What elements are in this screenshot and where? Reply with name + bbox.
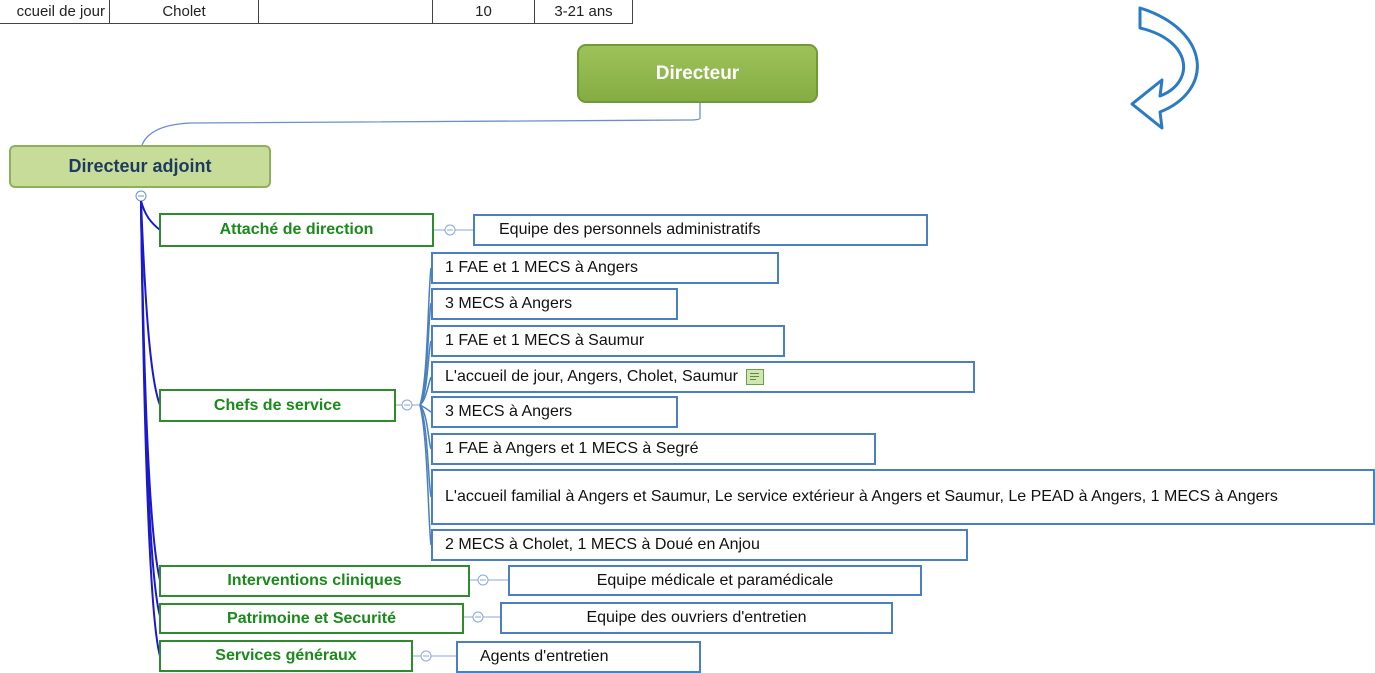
leaf-node[interactable]: 2 MECS à Cholet, 1 MECS à Doué en Anjou (431, 529, 968, 561)
table-cell: 3-21 ans (534, 0, 633, 24)
top-table: ccueil de jour Cholet 10 3-21 ans (0, 0, 633, 24)
leaf-node[interactable]: L'accueil familial à Angers et Saumur, L… (431, 469, 1375, 525)
category-interventions-cliniques[interactable]: Interventions cliniques (159, 565, 470, 597)
directeur-adjoint-node[interactable]: Directeur adjoint (9, 145, 271, 188)
leaf-label: L'accueil de jour, Angers, Cholet, Saumu… (445, 368, 738, 385)
table-cell: Cholet (109, 0, 259, 24)
table-cell: ccueil de jour (0, 0, 110, 24)
leaf-node[interactable]: 1 FAE et 1 MECS à Saumur (431, 325, 785, 357)
directeur-node[interactable]: Directeur (577, 44, 818, 103)
category-patrimoine-securite[interactable]: Patrimoine et Securité (159, 603, 464, 634)
leaf-node[interactable]: 3 MECS à Angers (431, 288, 678, 320)
category-chefs-de-service[interactable]: Chefs de service (159, 389, 396, 422)
collapse-icon[interactable] (135, 190, 147, 202)
leaf-node[interactable]: 1 FAE à Angers et 1 MECS à Segré (431, 433, 876, 465)
leaf-node[interactable]: Agents d'entretien (456, 641, 701, 673)
category-attache-direction[interactable]: Attaché de direction (159, 213, 434, 247)
curved-arrow-icon (1130, 6, 1199, 130)
leaf-node[interactable]: Equipe des ouvriers d'entretien (500, 602, 893, 634)
table-cell: 10 (432, 0, 535, 24)
leaf-node[interactable]: 3 MECS à Angers (431, 396, 678, 428)
leaf-node[interactable]: L'accueil de jour, Angers, Cholet, Saumu… (431, 361, 975, 393)
note-icon[interactable] (746, 369, 764, 385)
category-services-generaux[interactable]: Services généraux (159, 640, 413, 672)
leaf-node[interactable]: Equipe des personnels administratifs (473, 214, 928, 246)
leaf-node[interactable]: 1 FAE et 1 MECS à Angers (431, 252, 779, 284)
table-row: ccueil de jour Cholet 10 3-21 ans (0, 0, 633, 24)
leaf-node[interactable]: Equipe médicale et paramédicale (508, 565, 922, 596)
